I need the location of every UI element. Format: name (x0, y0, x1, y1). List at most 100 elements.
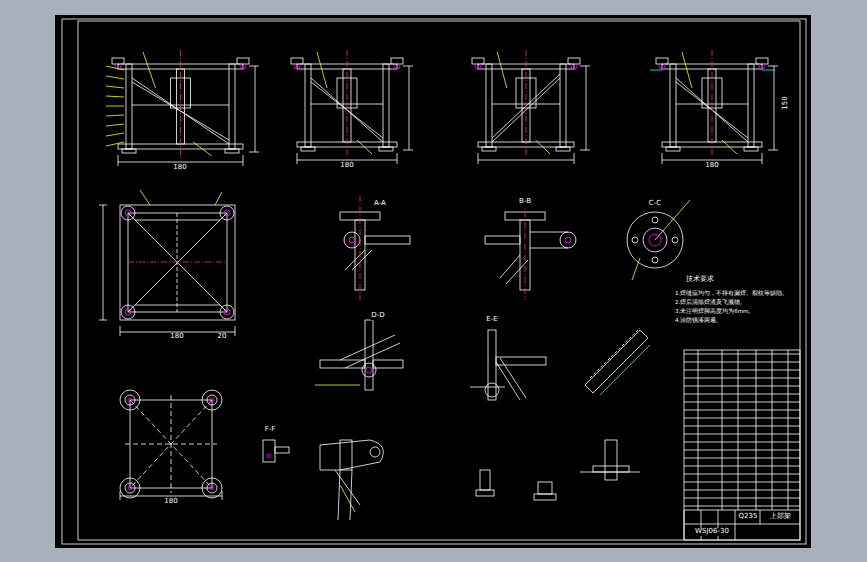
drawing-circle (128, 398, 132, 402)
drawing-line (684, 418, 800, 419)
drawing-rect (275, 447, 289, 453)
drawing-line (403, 66, 413, 67)
drawing-rect (476, 490, 494, 496)
drawing-circle (202, 478, 222, 498)
drawing-line (317, 52, 327, 88)
drawing-line (106, 124, 124, 126)
drawing-line (180, 50, 181, 158)
section-label: D-D (370, 312, 385, 320)
drawing-rect (593, 466, 629, 472)
drawing-line (118, 162, 243, 163)
technical-note: 技术要求 (685, 276, 715, 284)
drawing-circle (366, 367, 372, 373)
drawing-circle (294, 63, 300, 69)
drawing-line (340, 485, 355, 512)
drawing-rect (383, 64, 389, 147)
drawing-line (684, 498, 800, 499)
drawing-rect (486, 64, 492, 147)
section-label: E-E (485, 316, 498, 324)
drawing-circle (125, 395, 135, 405)
drawing-circle (672, 237, 678, 243)
drawing-line (338, 470, 340, 520)
drawing-line (684, 410, 800, 411)
drawing-line (297, 160, 397, 161)
drawing-rect (488, 330, 496, 400)
drawing-line (297, 153, 298, 164)
drawing-line (600, 345, 650, 395)
dimension-text: 180 (169, 333, 184, 341)
drawing-line (352, 250, 372, 270)
drawing-line (712, 50, 713, 156)
drawing-line (662, 160, 762, 161)
drawing-circle (632, 237, 638, 243)
drawing-circle (202, 390, 222, 410)
drawing-line (235, 326, 236, 336)
drawing-rect (534, 494, 556, 500)
drawing-line (662, 153, 663, 164)
drawing-line (106, 115, 124, 116)
drawing-rect (379, 147, 393, 151)
drawing-line (215, 192, 222, 205)
drawing-circle (565, 237, 571, 243)
drawing-circle (128, 486, 132, 490)
drawing-circle (560, 232, 576, 248)
drawing-circle (349, 237, 355, 243)
drawing-rect (538, 482, 552, 494)
drawing-circle (652, 257, 658, 263)
drawing-line (580, 472, 640, 473)
drawing-line (684, 510, 800, 511)
drawing-circle (652, 217, 658, 223)
drawing-line (684, 450, 800, 451)
drawing-circle (370, 447, 380, 457)
drawing-rect (78, 21, 800, 540)
drawing-line (684, 466, 800, 467)
drawing-line (140, 190, 150, 205)
drawing-line (128, 213, 227, 312)
drawing-line (684, 370, 800, 371)
drawing-line (684, 378, 800, 379)
drawing-line (590, 328, 640, 378)
drawing-line (106, 66, 124, 70)
drawing-rect (365, 320, 373, 390)
drawing-line (738, 350, 739, 510)
drawing-line (177, 213, 178, 312)
drawing-line (500, 255, 520, 278)
drawing-line (762, 70, 775, 71)
drawing-line (478, 160, 574, 161)
drawing-line (120, 496, 222, 497)
dimension-text: 180 (163, 498, 178, 506)
drawing-line (684, 458, 800, 459)
drawing-rect (263, 440, 275, 462)
drawing-rect (744, 147, 758, 151)
drawing-rect (120, 205, 235, 320)
drawing-line (698, 350, 699, 510)
drawing-line (120, 491, 121, 500)
drawing-line (350, 470, 352, 520)
drawing-line (676, 104, 748, 105)
drawing-line (682, 52, 692, 88)
drawing-rect (171, 78, 191, 108)
section-label: B-B (518, 198, 532, 206)
drawing-line (340, 335, 395, 360)
drawing-line (650, 70, 662, 71)
title-block-text: 上部架 (769, 513, 792, 521)
drawing-line (684, 482, 800, 483)
technical-note: 2.焊后清除焊渣及飞溅物。 (674, 299, 747, 305)
technical-note: 4.涂防锈漆两遍。 (674, 317, 723, 323)
drawing-line (684, 474, 800, 475)
drawing-line (536, 140, 550, 154)
drawing-line (106, 133, 124, 136)
section-label: F-F (264, 426, 277, 434)
drawing-circle (394, 63, 400, 69)
drawing-line (632, 258, 640, 280)
section-label: A-A (373, 200, 387, 208)
drawing-line (760, 510, 761, 524)
drawing-circle (207, 395, 217, 405)
drawing-line (135, 305, 220, 306)
drawing-circle (120, 478, 140, 498)
drawing-line (249, 152, 259, 153)
drawing-line (756, 350, 757, 510)
drawing-rect (365, 236, 410, 244)
drawing-line (243, 155, 244, 166)
